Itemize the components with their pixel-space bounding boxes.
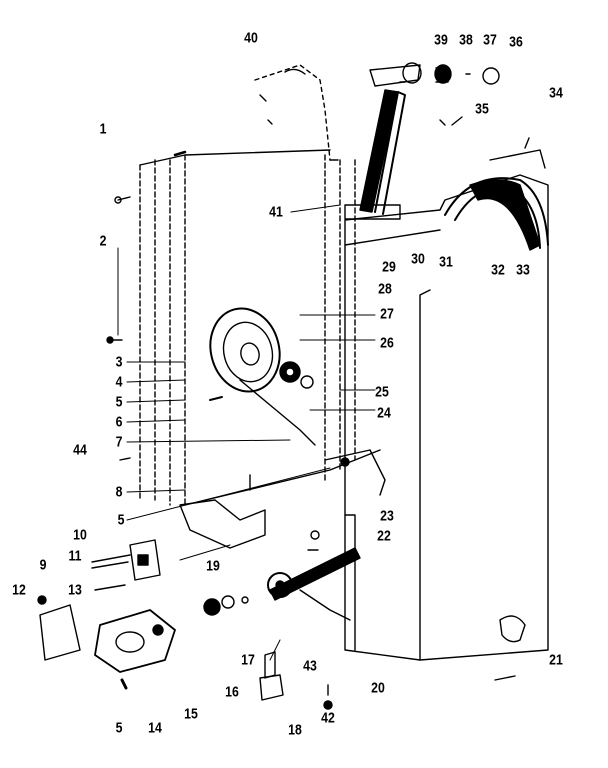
callout-label: 10 [73, 526, 87, 544]
callout-label: 27 [380, 305, 394, 323]
loose-hardware [106, 81, 526, 710]
callout-label: 8 [115, 483, 123, 501]
callout-label: 1 [99, 120, 107, 138]
callout-label: 18 [288, 721, 302, 739]
bobbin-winder [94, 595, 284, 701]
callout-label: 7 [115, 433, 123, 451]
callout-label: 33 [516, 261, 530, 279]
callout-label: 44 [73, 441, 87, 459]
callout-label: 29 [382, 258, 396, 276]
callout-label: 17 [241, 651, 255, 669]
callout-label: 43 [303, 657, 317, 675]
callout-label: 32 [491, 261, 505, 279]
pulley-wheel [209, 307, 316, 446]
callout-label: 42 [321, 709, 335, 727]
callout-label: 28 [378, 280, 392, 298]
callout-label: 41 [269, 203, 283, 221]
callout-label: 4 [115, 373, 123, 391]
callout-label: 40 [244, 29, 258, 47]
callout-label: 16 [225, 683, 239, 701]
callout-label: 20 [371, 679, 385, 697]
callout-label: 39 [434, 31, 448, 49]
lever-assembly [267, 514, 361, 651]
callout-label: 6 [115, 413, 123, 431]
callout-label: 13 [68, 581, 82, 599]
callout-label: 5 [115, 393, 123, 411]
callout-label: 5 [117, 511, 125, 529]
callout-label: 36 [509, 33, 523, 51]
callout-label: 25 [375, 383, 389, 401]
callout-label: 31 [439, 253, 453, 271]
callout-label: 22 [377, 527, 391, 545]
switch-block [37, 539, 161, 661]
callout-label: 19 [206, 557, 220, 575]
cover-plate [344, 174, 549, 661]
callout-label: 24 [377, 404, 391, 422]
top-bracket-assembly [254, 62, 500, 161]
callout-label: 30 [411, 250, 425, 268]
callout-label: 35 [475, 100, 489, 118]
drive-belt-tube [344, 89, 406, 220]
callout-label: 15 [184, 705, 198, 723]
lower-bracket [179, 449, 386, 549]
callout-label: 21 [549, 651, 563, 669]
callout-label: 5 [115, 719, 123, 737]
callout-label: 23 [380, 507, 394, 525]
callout-label: 11 [68, 547, 82, 565]
callout-label: 34 [549, 84, 563, 102]
callout-label: 2 [99, 232, 107, 250]
callout-label: 37 [483, 31, 497, 49]
callout-label: 38 [459, 31, 473, 49]
callout-label: 12 [12, 581, 26, 599]
callout-label: 9 [39, 556, 47, 574]
callout-label: 26 [380, 334, 394, 352]
arc-light-bracket [444, 137, 549, 251]
callout-label: 14 [148, 719, 162, 737]
leader-lines [117, 204, 376, 661]
callout-label: 3 [115, 353, 123, 371]
